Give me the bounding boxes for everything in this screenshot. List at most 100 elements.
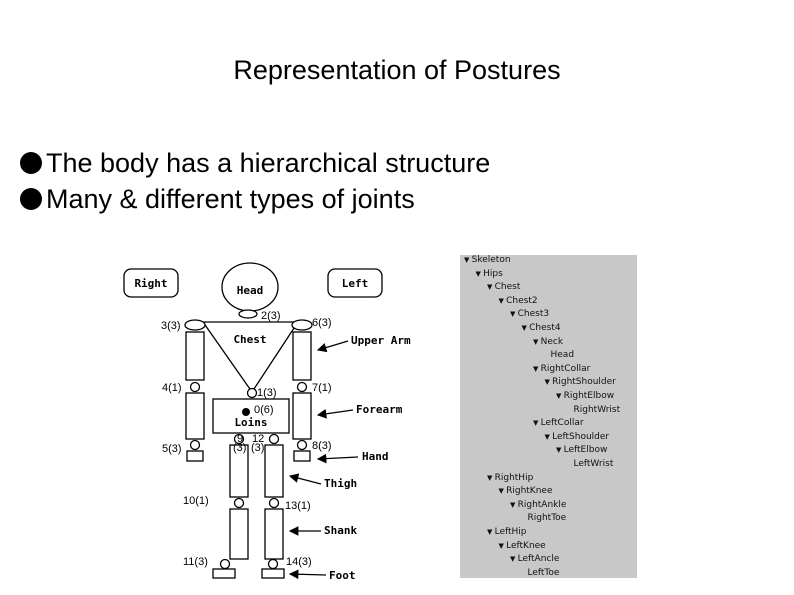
tree-node[interactable]: ▼ LeftHip xyxy=(487,527,527,538)
tree-node[interactable]: ▼ RightShoulder xyxy=(545,377,616,388)
expand-triangle-icon[interactable]: ▼ xyxy=(464,256,472,264)
expand-triangle-icon[interactable]: ▼ xyxy=(487,528,495,536)
joint-label: 13(1) xyxy=(285,500,311,512)
skeleton-tree-panel: ▼ Skeleton▼ Hips▼ Chest▼ Chest2▼ Chest3▼… xyxy=(460,255,637,578)
thigh-arrow xyxy=(288,473,322,485)
foot-label: Foot xyxy=(329,569,356,582)
joint-label: 9 xyxy=(237,433,243,445)
expand-triangle-icon[interactable]: ▼ xyxy=(487,473,495,482)
joint-label: 10(1) xyxy=(183,495,209,507)
expand-triangle-icon[interactable]: ▼ xyxy=(544,432,553,441)
tree-node[interactable]: ▼ Chest2 xyxy=(499,296,538,307)
upper-arm-arrow xyxy=(316,340,349,353)
tree-node[interactable]: LeftToe xyxy=(528,568,560,578)
left-label-box xyxy=(327,268,383,298)
right-elbow-joint xyxy=(189,381,201,393)
expand-triangle-icon[interactable]: ▼ xyxy=(521,324,530,332)
right-shank xyxy=(229,508,249,560)
forearm-arrow xyxy=(316,409,354,419)
tree-node-label: LeftKnee xyxy=(506,540,546,551)
slide-title: Representation of Postures xyxy=(233,55,561,85)
joint-label: 8(3) xyxy=(312,440,332,452)
left-shank xyxy=(264,508,284,560)
expand-triangle-icon[interactable]: ▼ xyxy=(487,283,495,292)
tree-node-label: RightAnkle xyxy=(517,499,567,510)
tree-node[interactable]: ▼ LeftAncle xyxy=(510,554,559,565)
expand-triangle-icon[interactable]: ▼ xyxy=(556,446,564,455)
expand-triangle-icon[interactable]: ▼ xyxy=(556,392,564,400)
tree-node-label: RightToe xyxy=(527,513,567,524)
bullet-text: Many & different types of joints xyxy=(46,184,415,214)
expand-triangle-icon[interactable]: ▼ xyxy=(498,296,507,305)
joint-label: 14(3) xyxy=(286,556,312,568)
tree-node-label: RightHip xyxy=(494,472,534,483)
expand-triangle-icon[interactable]: ▼ xyxy=(544,378,553,387)
chest-segment xyxy=(201,321,300,394)
tree-node[interactable]: ▼ RightKnee xyxy=(499,486,553,497)
tree-node-label: LeftCollar xyxy=(540,418,584,429)
tree-node[interactable]: ▼ RightHip xyxy=(487,473,533,484)
joint-label: 0(6) xyxy=(254,404,274,416)
left-shoulder-joint xyxy=(291,319,313,331)
tree-node[interactable]: ▼ RightCollar xyxy=(533,364,590,375)
tree-node-label: LeftWrist xyxy=(573,459,614,469)
tree-node[interactable]: ▼ Chest xyxy=(487,282,520,293)
bullet-list: The body has a hierarchical structure Ma… xyxy=(20,145,490,217)
tree-node-label: Chest4 xyxy=(529,323,561,333)
joint-label: 5(3) xyxy=(162,443,182,455)
upper-arm-label: Upper Arm xyxy=(351,334,411,347)
left-foot xyxy=(261,568,285,579)
tree-node[interactable]: ▼ Chest4 xyxy=(522,323,561,334)
tree-node[interactable]: RightWrist xyxy=(574,405,621,416)
right-ankle-joint xyxy=(219,558,231,570)
expand-triangle-icon[interactable]: ▼ xyxy=(510,555,518,564)
body-diagram: Right Left Head Chest Loins 2(3) 3( xyxy=(123,262,411,582)
left-label: Left xyxy=(342,277,369,290)
tree-node-label: Neck xyxy=(540,336,564,347)
tree-node[interactable]: RightToe xyxy=(528,513,567,524)
tree-node[interactable]: ▼ LeftShoulder xyxy=(545,432,610,443)
left-hand xyxy=(293,450,311,462)
joint-label: (3) xyxy=(251,442,264,454)
tree-node[interactable]: ▼ LeftElbow xyxy=(556,445,607,456)
thigh-label: Thigh xyxy=(324,477,357,490)
expand-triangle-icon[interactable]: ▼ xyxy=(533,419,541,428)
tree-node[interactable]: ▼ RightElbow xyxy=(556,391,614,402)
tree-node-label: RightWrist xyxy=(573,404,621,415)
expand-triangle-icon[interactable]: ▼ xyxy=(510,500,518,509)
tree-node[interactable]: ▼ Skeleton xyxy=(464,255,511,266)
expand-triangle-icon[interactable]: ▼ xyxy=(475,269,484,278)
joint-label: 6(3) xyxy=(312,317,332,329)
joint-label: 2(3) xyxy=(261,310,281,322)
expand-triangle-icon[interactable]: ▼ xyxy=(498,541,507,550)
expand-triangle-icon[interactable]: ▼ xyxy=(533,337,541,346)
expand-triangle-icon[interactable]: ▼ xyxy=(510,310,518,319)
left-knee-joint xyxy=(268,497,280,509)
right-thigh xyxy=(229,444,249,498)
loins-label: Loins xyxy=(234,416,267,429)
joint-label: (3) xyxy=(233,442,246,454)
tree-node[interactable]: ▼ Hips xyxy=(476,269,503,280)
tree-node[interactable]: ▼ LeftKnee xyxy=(499,541,546,552)
tree-node[interactable]: LeftWrist xyxy=(574,459,614,470)
chest-label: Chest xyxy=(233,333,266,346)
tree-node[interactable]: ▼ RightAnkle xyxy=(510,500,566,511)
expand-triangle-icon[interactable]: ▼ xyxy=(533,364,541,373)
left-wrist-joint xyxy=(296,439,308,451)
bullet-text: The body has a hierarchical structure xyxy=(46,148,491,178)
expand-triangle-icon[interactable]: ▼ xyxy=(498,487,507,496)
tree-node-label: RightShoulder xyxy=(552,377,616,388)
tree-node-label: RightCollar xyxy=(540,363,591,374)
tree-node-label: LeftAncle xyxy=(517,554,560,565)
left-elbow-joint xyxy=(296,381,308,393)
left-ankle-joint xyxy=(267,558,279,570)
left-hip-joint xyxy=(268,433,280,445)
right-wrist-joint xyxy=(189,439,201,451)
tree-node[interactable]: ▼ LeftCollar xyxy=(533,418,584,429)
tree-node[interactable]: ▼ Chest3 xyxy=(510,309,549,320)
bullet-dot-icon xyxy=(20,152,42,174)
joint-label: 11(3) xyxy=(183,556,208,568)
right-shoulder-joint xyxy=(184,319,206,331)
tree-node[interactable]: ▼ Neck xyxy=(533,337,563,348)
tree-node[interactable]: Head xyxy=(551,350,575,361)
